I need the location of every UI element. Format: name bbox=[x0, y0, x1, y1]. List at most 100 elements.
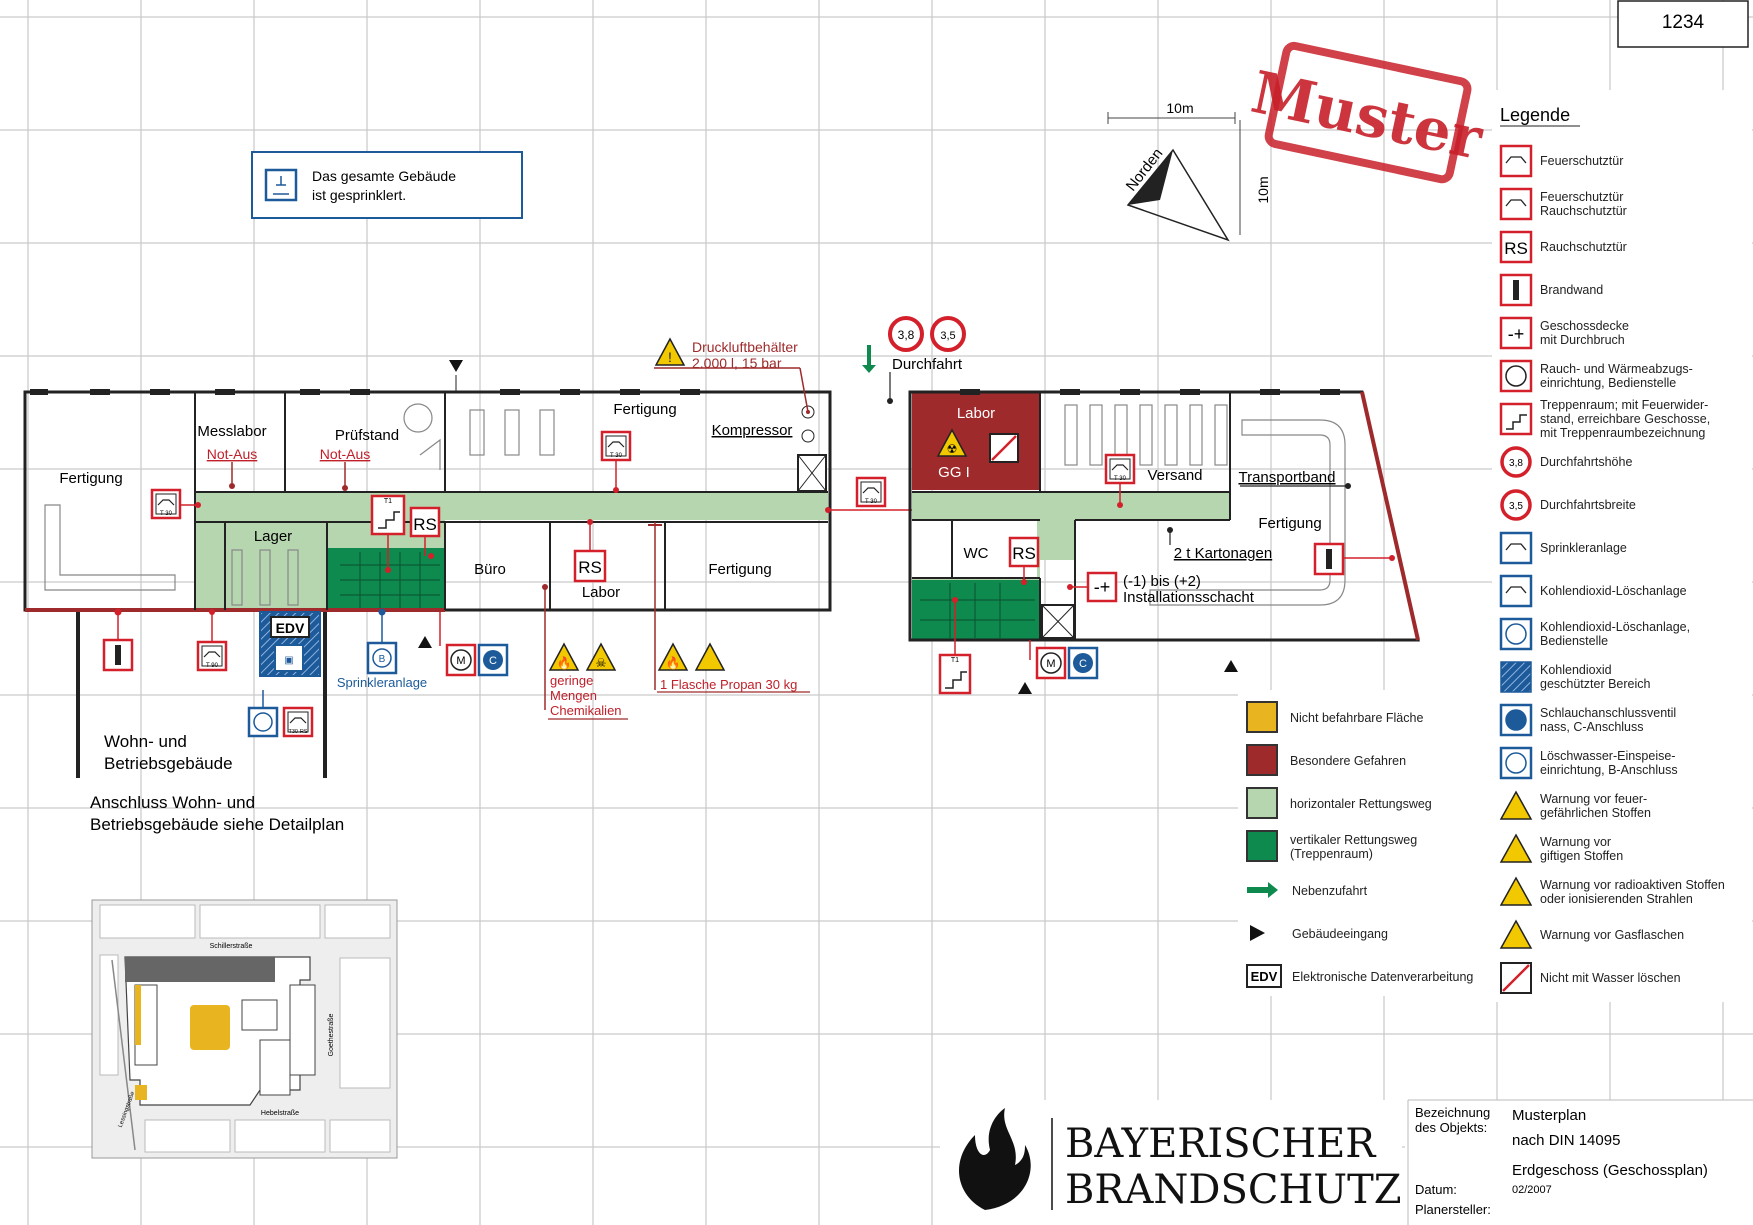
building-right: Labor ☢ GG I Versand T 30 Transportband … bbox=[908, 389, 1420, 695]
legend: Legende RS-+3,83,5 FeuerschutztürFeuersc… bbox=[1238, 90, 1752, 1002]
legend-label: Elektronische Datenverarbeitung bbox=[1292, 970, 1473, 984]
svg-text:C: C bbox=[1079, 658, 1087, 670]
area-label: vertikaler Rettungsweg bbox=[1290, 833, 1417, 847]
area-swatch bbox=[1246, 787, 1278, 819]
propan-label: 1 Flasche Propan 30 kg bbox=[660, 677, 797, 692]
scale-v-label: 10m bbox=[1255, 176, 1271, 203]
legend-label: Löschwasser-Einspeise- bbox=[1540, 749, 1675, 763]
legend-label: oder ionisierenden Strahlen bbox=[1540, 892, 1693, 906]
co2-system-icon bbox=[274, 644, 304, 672]
legend-label: Rauch- und Wärmeabzugs- bbox=[1540, 362, 1693, 376]
svg-text:M: M bbox=[1046, 658, 1055, 670]
svg-text:T 30: T 30 bbox=[160, 511, 173, 517]
flammable-warning-icon bbox=[1499, 790, 1533, 820]
co2-area-icon bbox=[1500, 661, 1532, 693]
chemical-warning: 🔥 ☠ geringe Mengen Chemikalien bbox=[542, 584, 628, 720]
fire-wall-sign bbox=[102, 608, 134, 672]
room-labor-mid: Labor bbox=[582, 584, 620, 601]
svg-text:RS: RS bbox=[413, 515, 437, 534]
stamp-text: Muster bbox=[1246, 58, 1490, 173]
legend-label: mit Treppenraumbezeichnung bbox=[1540, 426, 1705, 440]
site-map: Schillerstraße Goethestraße Hebelstraße … bbox=[91, 899, 398, 1159]
sprinkler-note-line1: Das gesamte Gebäude bbox=[312, 168, 456, 184]
room-fertigung-top: Fertigung bbox=[613, 401, 676, 418]
sprinkler-note: Das gesamte Gebäude ist gesprinklert. bbox=[251, 151, 523, 219]
fire-door-right: T 30 bbox=[1104, 453, 1136, 485]
fire-door-passage: T 30 bbox=[855, 476, 887, 508]
smoke-door-right: RS bbox=[1008, 536, 1040, 585]
kartonagen-label: 2 t Kartonagen bbox=[1174, 545, 1272, 562]
chem-line2: Mengen bbox=[550, 688, 597, 703]
fire-smoke-door: T30-RS bbox=[282, 706, 314, 738]
room-fertigung-left: Fertigung bbox=[59, 470, 122, 487]
entrance-triangle-icon bbox=[1018, 682, 1032, 694]
fire-door-icon bbox=[1499, 144, 1533, 178]
company-logo: BAYERISCHER BRANDSCHUTZ bbox=[940, 1100, 1402, 1225]
smoke-door-mid: RS bbox=[573, 519, 607, 583]
fire-door-t90: T 90 bbox=[196, 640, 228, 672]
legend-label: Rauchschutztür bbox=[1540, 204, 1627, 218]
co2-control-icon bbox=[1499, 617, 1533, 651]
svg-text:C: C bbox=[489, 655, 497, 667]
room-labor-right: Labor bbox=[957, 405, 995, 422]
annex-line2: Betriebsgebäude bbox=[104, 754, 233, 773]
fire-wall-sign-right bbox=[1313, 542, 1395, 576]
legend-label: Nicht mit Wasser löschen bbox=[1540, 971, 1681, 985]
title-block: Bezeichnung des Objekts: Musterplan nach… bbox=[1405, 1099, 1753, 1225]
svg-text:3,8: 3,8 bbox=[1509, 458, 1523, 469]
legend-label: geschützter Bereich bbox=[1540, 677, 1651, 691]
smoke-vent-icon bbox=[1499, 359, 1533, 393]
svg-text:-+: -+ bbox=[1094, 577, 1111, 597]
legend-label: Durchfahrtshöhe bbox=[1540, 455, 1632, 469]
plan-number: 1234 bbox=[1662, 12, 1705, 33]
legend-label: Nebenzufahrt bbox=[1292, 884, 1368, 898]
bez-value-1: Musterplan bbox=[1512, 1107, 1586, 1124]
smoke-vent-left: M C bbox=[439, 612, 509, 677]
svg-text:EDV: EDV bbox=[1251, 969, 1278, 984]
datum-label: Datum: bbox=[1415, 1182, 1457, 1197]
room-lager: Lager bbox=[254, 528, 292, 545]
radioactive-warning-icon bbox=[1499, 876, 1533, 906]
floor-opening-sign: -+ (-1) bis (+2) Installationsschacht bbox=[1067, 571, 1255, 606]
bez-label-2: des Objekts: bbox=[1415, 1120, 1487, 1135]
no-water-icon bbox=[989, 433, 1019, 463]
legend-label: Kohlendioxid-Löschanlage bbox=[1540, 584, 1687, 598]
svg-text:T 90: T 90 bbox=[206, 663, 219, 669]
svg-text:🔥: 🔥 bbox=[666, 656, 681, 670]
svg-text:!: ! bbox=[668, 349, 672, 365]
legend-label: Kohlendioxid bbox=[1540, 663, 1612, 677]
schacht-line2: Installationsschacht bbox=[1123, 589, 1255, 606]
logo-line1: BAYERISCHER bbox=[1065, 1121, 1377, 1167]
svg-text:▣: ▣ bbox=[284, 655, 293, 666]
legend-label: einrichtung, B-Anschluss bbox=[1540, 763, 1678, 777]
annex-line1: Wohn- und bbox=[104, 732, 187, 751]
logo-line2: BRANDSCHUTZ bbox=[1065, 1167, 1402, 1213]
bez-value-2: nach DIN 14095 bbox=[1512, 1132, 1620, 1149]
hose-valve-icon bbox=[1499, 703, 1533, 737]
gg1-label: GG I bbox=[938, 464, 970, 481]
propane-warning: 🔥 1 Flasche Propan 30 kg bbox=[648, 522, 810, 693]
annex-building: Wohn- und Betriebsgebäude Anschluss Wohn… bbox=[76, 522, 810, 834]
kompressor-label: Kompressor bbox=[712, 422, 793, 439]
legend-label: Sprinkleranlage bbox=[1540, 541, 1627, 555]
street-top: Schillerstraße bbox=[210, 943, 253, 950]
sprinkler-note-line2: ist gesprinklert. bbox=[312, 187, 406, 203]
annex-note-line2: Betriebsgebäude siehe Detailplan bbox=[90, 815, 344, 834]
datum-value: 02/2007 bbox=[1512, 1184, 1552, 1196]
chem-line3: Chemikalien bbox=[550, 703, 622, 718]
edv-icon bbox=[1246, 964, 1282, 988]
entrance-triangle-icon bbox=[1250, 925, 1265, 941]
area-label: Besondere Gefahren bbox=[1290, 754, 1406, 768]
stairwell-icon bbox=[1499, 402, 1533, 436]
passage-height-icon: 3,8 bbox=[1500, 446, 1532, 478]
room-wc: WC bbox=[964, 545, 989, 562]
no-water-icon bbox=[1500, 962, 1532, 994]
legend-label: gefährlichen Stoffen bbox=[1540, 806, 1651, 820]
legend-label: giftigen Stoffen bbox=[1540, 849, 1623, 863]
legend-label: stand, erreichbare Geschosse, bbox=[1540, 412, 1710, 426]
svg-text:3,8: 3,8 bbox=[898, 328, 915, 342]
area-label: (Treppenraum) bbox=[1290, 847, 1373, 861]
area-label: Nicht befahrbare Fläche bbox=[1290, 711, 1423, 725]
svg-text:RS: RS bbox=[1504, 239, 1528, 258]
